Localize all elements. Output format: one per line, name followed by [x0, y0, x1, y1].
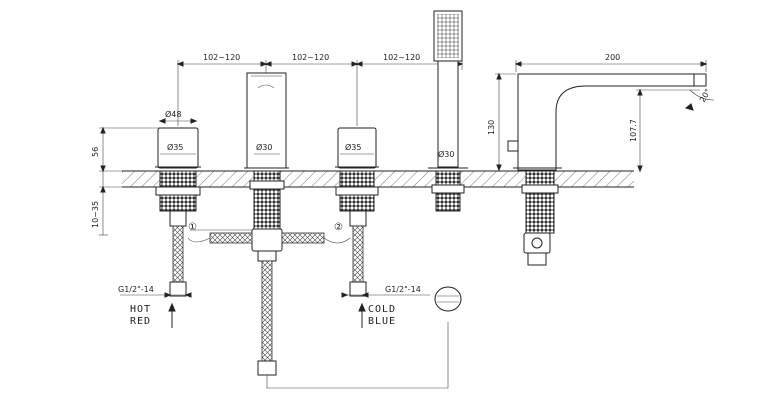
hot-connection	[120, 292, 192, 328]
dim-hole-left: Ø35	[167, 142, 183, 152]
dim-spout-height: 130	[487, 120, 496, 135]
dim-hole-right: Ø35	[345, 142, 361, 152]
cold-label: COLD	[368, 304, 396, 315]
hot-color: RED	[130, 316, 151, 327]
bath-spout	[507, 73, 707, 266]
left-vertical-dimensions	[99, 126, 160, 236]
cold-connection	[341, 292, 430, 328]
dim-body-height: 56	[91, 147, 100, 157]
hot-label: HOT	[130, 304, 151, 315]
spout-dimensions	[495, 72, 715, 173]
marker-2: ②	[334, 222, 344, 233]
dim-hole-center: Ø30	[256, 142, 272, 152]
hot-thread-label: G1/2"-14	[118, 285, 154, 294]
dim-spout-clearance: 107.7	[629, 119, 638, 142]
cold-thread-label: G1/2"-14	[385, 285, 421, 294]
dim-hole-shower: Ø30	[438, 149, 454, 159]
left-valve-hot	[155, 118, 201, 297]
dim-spout-length: 200	[605, 53, 620, 62]
cross-hoses	[187, 229, 351, 244]
dim-handle-diameter: Ø48	[165, 109, 181, 119]
center-body	[244, 72, 449, 389]
dim-gap-1: 102~120	[203, 53, 240, 62]
dim-gap-3: 102~120	[383, 53, 420, 62]
hand-shower	[428, 10, 468, 312]
marker-1: ①	[188, 222, 198, 233]
right-valve-cold	[335, 127, 379, 297]
cold-color: BLUE	[368, 316, 396, 327]
dim-spout-angle: 20°	[698, 87, 713, 104]
dim-gap-2: 102~120	[292, 53, 329, 62]
dim-deck-thickness: 10~35	[91, 201, 100, 228]
